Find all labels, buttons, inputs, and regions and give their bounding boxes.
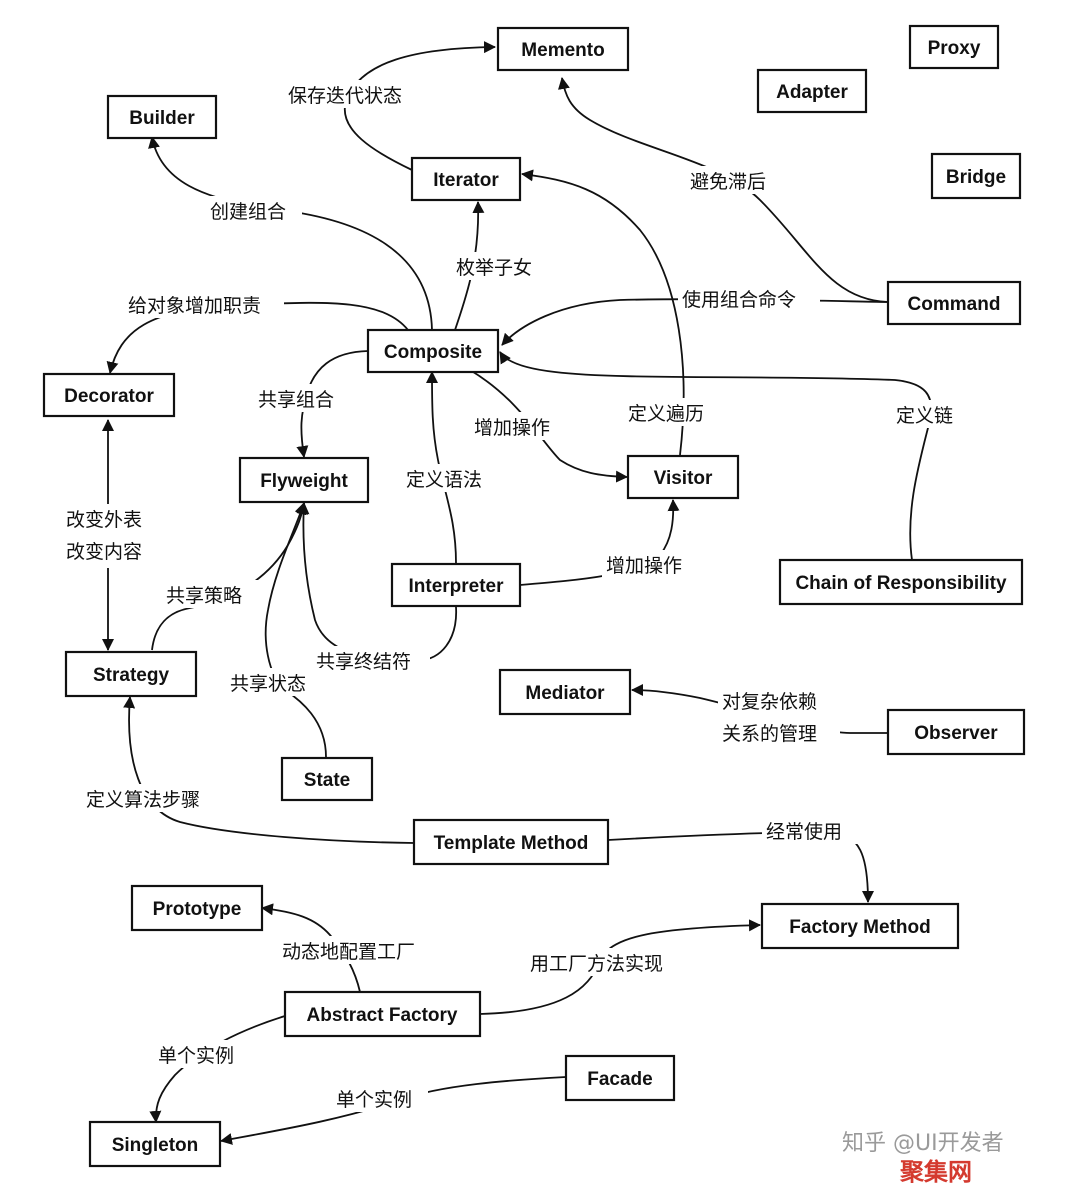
label-template-strategy: 定义算法步骤 [86, 789, 200, 811]
node-strategy-label: Strategy [93, 665, 169, 686]
node-builder-label: Builder [129, 108, 195, 129]
node-command-label: Command [908, 294, 1001, 315]
node-composite-label: Composite [384, 342, 482, 363]
node-adapter-label: Adapter [776, 82, 848, 103]
node-factory-method: Factory Method [760, 902, 960, 950]
nodes: Memento Proxy Adapter Builder Bridge Ite… [42, 24, 1026, 1168]
label-visitor-iterator: 定义遍历 [628, 403, 704, 425]
label-composite-iterator: 枚举子女 [456, 257, 532, 279]
label-interpreter-visitor: 增加操作 [606, 555, 682, 577]
node-memento-label: Memento [521, 40, 604, 61]
node-mediator-label: Mediator [525, 683, 605, 704]
node-iterator-label: Iterator [433, 170, 499, 191]
label-decorator-strategy-2: 改变内容 [66, 541, 142, 563]
label-state-flyweight: 共享状态 [230, 673, 306, 695]
label-command-memento: 避免滞后 [690, 171, 766, 193]
label-strategy-flyweight: 共享策略 [166, 585, 242, 607]
node-singleton-label: Singleton [112, 1135, 199, 1156]
label-composite-visitor: 增加操作 [474, 417, 550, 439]
node-memento: Memento [496, 26, 630, 72]
node-facade-label: Facade [587, 1069, 652, 1090]
node-builder: Builder [106, 94, 218, 140]
label-template-factory: 经常使用 [766, 821, 842, 843]
node-proxy: Proxy [908, 24, 1000, 70]
node-prototype-label: Prototype [153, 899, 242, 920]
node-observer-label: Observer [914, 723, 998, 744]
label-composite-flyweight: 共享组合 [258, 389, 334, 411]
node-state-label: State [304, 770, 350, 791]
node-visitor-label: Visitor [654, 468, 713, 489]
edge-abstract-prototype [261, 903, 361, 993]
node-decorator: Decorator [42, 372, 176, 418]
watermark-text: 知乎 @UI开发者 [842, 1131, 1004, 1156]
node-prototype: Prototype [130, 884, 264, 932]
node-abstract-factory-label: Abstract Factory [307, 1005, 458, 1026]
label-composite-builder: 创建组合 [210, 201, 286, 223]
node-composite: Composite [366, 328, 500, 374]
node-interpreter: Interpreter [390, 562, 522, 608]
label-observer-mediator-2: 关系的管理 [722, 723, 817, 745]
label-facade-singleton: 单个实例 [336, 1089, 412, 1111]
node-visitor: Visitor [626, 454, 740, 500]
node-bridge: Bridge [930, 152, 1022, 200]
node-observer: Observer [886, 708, 1026, 756]
watermark-brand: 聚集网 [899, 1158, 972, 1186]
edge-interpreter-composite [426, 371, 457, 564]
label-interpreter-composite: 定义语法 [406, 469, 482, 491]
node-strategy: Strategy [64, 650, 198, 698]
edge-iterator-memento [344, 41, 496, 171]
node-proxy-label: Proxy [928, 38, 981, 59]
edge-template-strategy [123, 696, 415, 844]
label-observer-mediator-1: 对复杂依赖 [722, 691, 817, 713]
edge-chain-composite [499, 351, 933, 561]
edge-abstract-singleton [149, 1015, 286, 1123]
node-factory-method-label: Factory Method [789, 917, 930, 938]
node-command: Command [886, 280, 1022, 326]
node-chain-of-responsibility: Chain of Responsibility [778, 558, 1024, 606]
node-abstract-factory: Abstract Factory [283, 990, 482, 1038]
label-interpreter-flyweight: 共享终结符 [316, 651, 411, 673]
edge-visitor-iterator [521, 169, 685, 456]
node-flyweight-label: Flyweight [260, 471, 348, 492]
node-decorator-label: Decorator [64, 386, 154, 407]
label-abstract-singleton: 单个实例 [158, 1045, 234, 1067]
node-interpreter-label: Interpreter [408, 576, 504, 597]
node-bridge-label: Bridge [946, 167, 1006, 188]
edge-labels: 保存迭代状态 避免滞后 创建组合 枚举子女 使用组合命令 给对象增加职责 共享组… [62, 80, 964, 1112]
node-singleton: Singleton [88, 1120, 222, 1168]
node-facade: Facade [564, 1054, 676, 1102]
node-state: State [280, 756, 374, 802]
node-template-method-label: Template Method [434, 833, 589, 854]
label-iterator-memento: 保存迭代状态 [288, 85, 402, 107]
node-chain-label: Chain of Responsibility [795, 573, 1007, 594]
edge-state-flyweight [264, 502, 327, 758]
edge-composite-visitor [469, 369, 628, 483]
node-mediator: Mediator [498, 668, 632, 716]
label-abstract-factorymethod: 用工厂方法实现 [530, 953, 663, 975]
node-flyweight: Flyweight [238, 456, 370, 504]
node-template-method: Template Method [412, 818, 610, 866]
watermark: 知乎 @UI开发者 聚集网 [842, 1131, 1004, 1186]
node-iterator: Iterator [410, 156, 522, 202]
label-abstract-prototype: 动态地配置工厂 [282, 941, 415, 963]
label-composite-decorator: 给对象增加职责 [128, 295, 261, 317]
edge-strategy-flyweight [151, 502, 309, 651]
label-command-composite: 使用组合命令 [682, 289, 796, 311]
label-chain-composite: 定义链 [896, 405, 953, 427]
label-decorator-strategy-1: 改变外表 [66, 509, 142, 531]
node-adapter: Adapter [756, 68, 868, 114]
